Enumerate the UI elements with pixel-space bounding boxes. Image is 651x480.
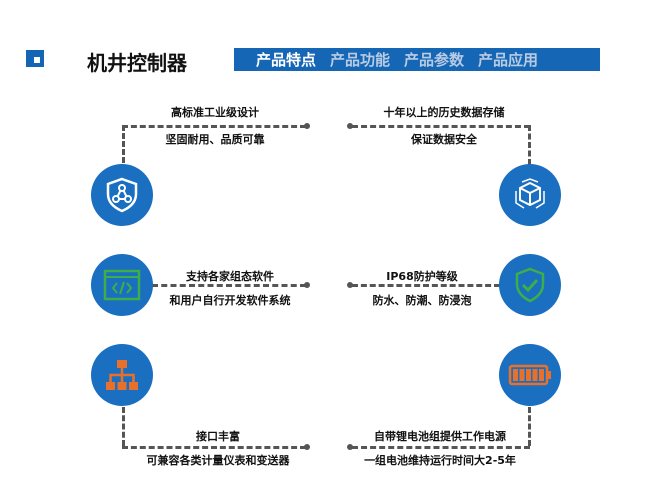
feature-2-line2: 保证数据安全 [411,133,477,146]
connector-dot [304,282,310,288]
tab-applications[interactable]: 产品应用 [478,51,539,69]
connector-line [152,284,306,287]
connector-line [352,284,500,287]
feature-3-line2: 和用户自行开发软件系统 [169,294,291,307]
connector-line [528,407,531,446]
feature-5-line2: 可兼容各类计量仪表和变送器 [146,454,290,467]
tab-functions[interactable]: 产品功能 [330,51,391,69]
connector-line [352,446,530,449]
connector-line [122,125,125,163]
connector-line [122,407,125,446]
tab-features[interactable]: 产品特点 [256,51,317,69]
connector-line [352,125,530,128]
code-window-icon [91,254,153,316]
tab-parameters[interactable]: 产品参数 [404,51,465,69]
feature-2-line1: 十年以上的历史数据存储 [383,106,505,119]
feature-4-line2: 防水、防潮、防浸泡 [372,294,472,307]
nav-bar: 产品特点 产品功能 产品参数 产品应用 [234,48,600,71]
connector-line [122,446,306,449]
feature-6-line1: 自带锂电池组提供工作电源 [374,430,506,443]
page-title: 机井控制器 [87,51,187,75]
connector-dot [347,123,353,129]
connector-dot [347,282,353,288]
feature-6-line2: 一组电池维持运行时间大2-5年 [364,454,516,467]
feature-1-line2: 坚固耐用、品质可靠 [165,133,265,146]
feature-5-line1: 接口丰富 [196,430,240,443]
logo-icon [26,50,44,67]
shield-network-icon [91,164,153,226]
connector-line [528,125,531,165]
data-cube-icon [499,164,561,226]
connector-line [122,125,306,128]
hierarchy-icon [91,344,153,406]
feature-3-line1: 支持各家组态软件 [186,270,274,283]
feature-4-line1: IP68防护等级 [386,270,458,283]
connector-dot [304,123,310,129]
shield-check-icon [499,254,561,316]
battery-icon [499,344,561,406]
connector-dot [347,444,353,450]
feature-1-line1: 高标准工业级设计 [171,106,259,119]
connector-dot [304,444,310,450]
